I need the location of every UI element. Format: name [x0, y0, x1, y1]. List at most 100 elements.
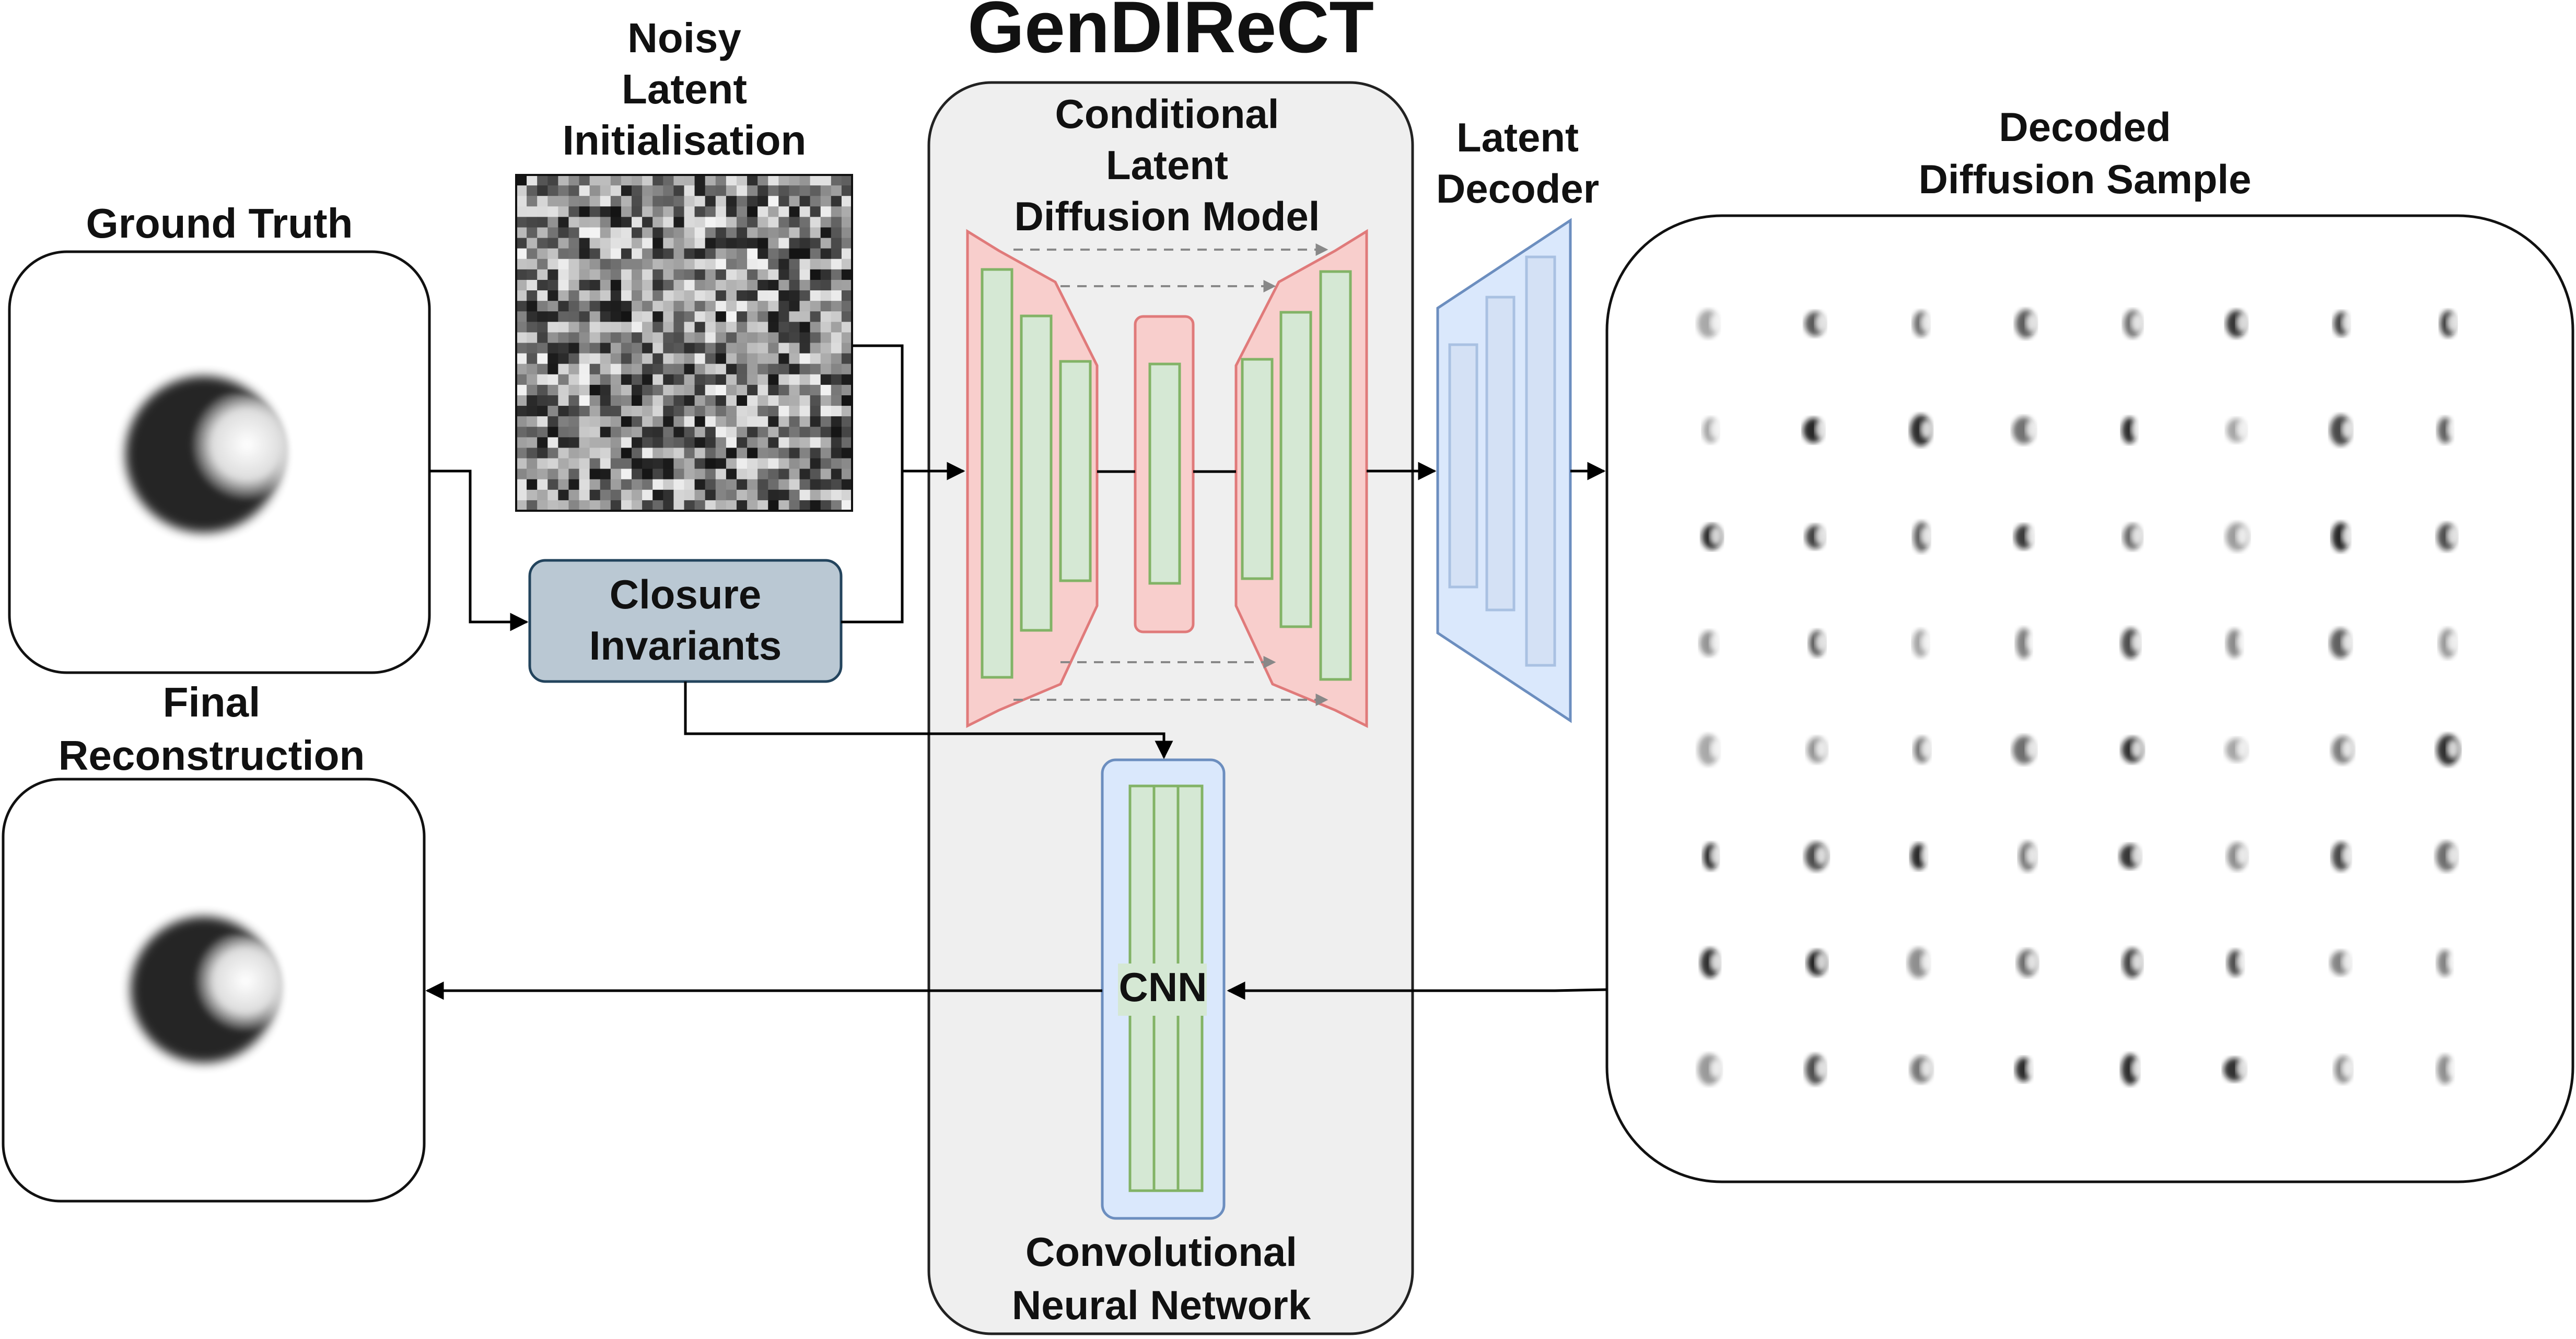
diffusion-sample-cell [1703, 417, 1722, 443]
diffusion-sample-cell [2437, 523, 2460, 551]
diffusion-sample-cell [1913, 629, 1933, 657]
diffusion-sample-cell [2227, 842, 2249, 871]
arrow-closure-to-cldm [841, 471, 904, 624]
diffusion-sample-cell [1913, 311, 1933, 337]
diffusion-sample-cell [1703, 843, 1722, 870]
diffusion-sample-cell [1805, 1054, 1828, 1085]
diffusion-sample-cell [2017, 949, 2038, 977]
diffusion-sample-cell [2439, 628, 2460, 659]
diffusion-sample-cell [1908, 948, 1933, 978]
decoded-sample-panel [1605, 214, 2574, 1183]
diffusion-sample-cell [2226, 310, 2249, 337]
diffusion-sample-cell [2334, 1056, 2354, 1083]
diffusion-sample-cell [2330, 628, 2354, 659]
decoded-sample-grid [1697, 309, 2460, 1085]
diffusion-sample-cell [2014, 524, 2038, 549]
diffusion-sample-cell [2330, 950, 2354, 976]
diffusion-sample-cell [2332, 842, 2354, 871]
cldm-line-3: Diffusion Model [1015, 193, 1320, 239]
decoded-sample-line-1: Decoded [1999, 104, 2171, 150]
gendirect-title: GenDIReCT [968, 0, 1374, 68]
diffusion-sample-cell [1910, 415, 1933, 446]
diffusion-sample-cell [1914, 737, 1933, 763]
diffusion-sample-cell [2012, 417, 2038, 444]
diffusion-sample-cell [2435, 841, 2460, 872]
diffusion-sample-cell [2225, 522, 2249, 551]
arrow-noise-to-cldm [853, 344, 965, 480]
decoder-layer-2 [1279, 311, 1312, 628]
diffusion-sample-cell [1701, 524, 1722, 550]
final-reconstruction-line-2: Reconstruction [59, 732, 365, 779]
diffusion-sample-cell [1804, 842, 1828, 871]
noisy-latent-line-2: Latent [622, 66, 747, 112]
diffusion-sample-cell [2437, 417, 2460, 443]
diffusion-sample-cell [1804, 311, 1828, 336]
diffusion-sample-cell [1913, 522, 1933, 552]
latent-decoder-line-2: Decoder [1436, 166, 1599, 212]
diffusion-sample-cell [2332, 522, 2354, 551]
latent-decoder-layer-1 [1448, 343, 1478, 589]
ground-truth-line-1: Ground Truth [86, 200, 353, 246]
diffusion-sample-cell [2012, 735, 2038, 765]
diffusion-sample-cell [2015, 1057, 2038, 1082]
diffusion-sample-cell [2123, 310, 2143, 338]
decoder-layer-1 [1241, 358, 1274, 580]
diffusion-sample-cell [2226, 629, 2249, 658]
diffusion-sample-cell [1807, 950, 1828, 976]
diffusion-sample-cell [2122, 948, 2143, 978]
encoder-layer-1 [981, 268, 1013, 679]
diffusion-sample-cell [1809, 630, 1828, 656]
conv-net-line-1: Convolutional [1025, 1229, 1297, 1275]
diffusion-sample-cell [2225, 738, 2249, 762]
cldm-line-2: Latent [1106, 142, 1228, 188]
diffusion-sample-cell [1805, 525, 1828, 549]
diffusion-sample-cell [2330, 415, 2354, 446]
encoder-layer-3 [1059, 360, 1092, 582]
diffusion-sample-cell [1697, 310, 1722, 338]
diffusion-sample-cell [1700, 948, 1722, 978]
diffusion-sample-cell [2437, 734, 2460, 766]
encoder-layer-2 [1020, 314, 1053, 632]
diffusion-sample-cell [2016, 628, 2038, 659]
ground-truth-label: Ground Truth [86, 200, 353, 246]
cnn-label: CNN [1119, 964, 1207, 1010]
arrow-sample-to-cnn [1227, 981, 1607, 1000]
latent-decoder-layer-2 [1485, 296, 1516, 612]
diffusion-sample-cell [2015, 309, 2038, 338]
noisy-latent-line-3: Initialisation [563, 117, 807, 163]
diffusion-sample-cell [2122, 417, 2143, 443]
svg-text:Ground Truth: Ground Truth [86, 200, 353, 246]
noisy-latent-line-1: Noisy [627, 15, 741, 61]
diffusion-sample-cell [2440, 310, 2460, 337]
diffusion-sample-cell [2437, 1055, 2460, 1084]
skip-connections [1013, 243, 1328, 706]
diffusion-sample-cell [2019, 841, 2038, 872]
diffusion-sample-cell [2123, 524, 2143, 550]
diffusion-sample-cell [1910, 1056, 1933, 1083]
final-reconstruction-image [131, 917, 282, 1063]
diffusion-sample-cell [2121, 1054, 2143, 1085]
diffusion-sample-cell [1698, 734, 1722, 766]
conv-net-line-2: Neural Network [1012, 1282, 1311, 1328]
noisy-latent-image [515, 174, 853, 512]
closure-invariants-line-1: Closure [610, 571, 761, 617]
final-reconstruction-line-1: Final [163, 679, 261, 725]
diffusion-sample-cell [1803, 418, 1828, 443]
arrow-gt-to-closure [429, 469, 529, 631]
diffusion-sample-cell [2122, 737, 2143, 763]
diffusion-sample-cell [2437, 949, 2460, 977]
